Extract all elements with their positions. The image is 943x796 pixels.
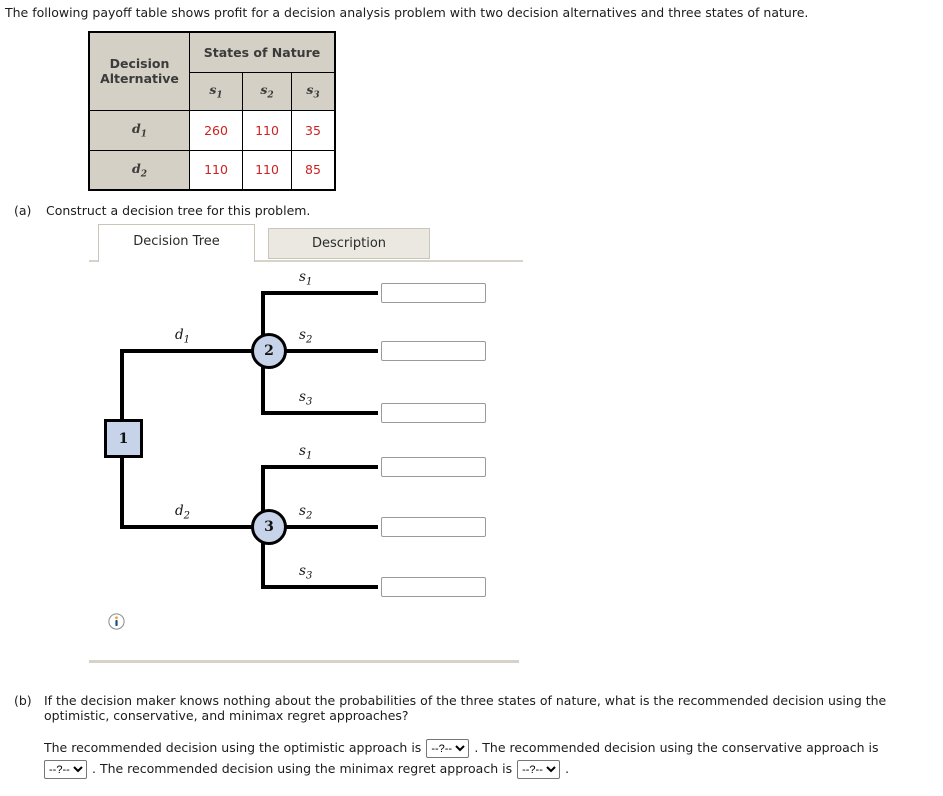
branch-label-n2-s3: s3 xyxy=(299,389,313,408)
branch-n2-s1-line xyxy=(261,291,378,295)
payoff-cell: 110 xyxy=(242,109,292,151)
trunk-line-top xyxy=(120,349,124,421)
row-header-d2: d2 xyxy=(88,149,190,191)
branch-label-n3-s1: s1 xyxy=(299,443,313,462)
part-b-label: (b) xyxy=(14,693,32,708)
payoff-cell: 35 xyxy=(291,109,336,151)
part-b-answer: The recommended decision using the optim… xyxy=(44,739,943,779)
payoff-input-2[interactable] xyxy=(381,341,486,361)
tab-description[interactable]: Description xyxy=(268,228,430,259)
branch-label-n2-s1: s1 xyxy=(299,269,313,288)
answer-text: The recommended decision using the optim… xyxy=(44,740,422,755)
payoff-input-4[interactable] xyxy=(381,457,486,477)
table-row: d2 110 110 85 xyxy=(88,149,336,191)
info-icon[interactable] xyxy=(108,613,125,630)
optimistic-approach-select[interactable]: --?-- xyxy=(426,739,470,758)
branch-n2-s1-elbow xyxy=(261,291,265,336)
branch-d2-line xyxy=(120,525,254,529)
branch-label-d1: d1 xyxy=(175,327,191,346)
payoff-input-6[interactable] xyxy=(381,577,486,597)
answer-text: . The recommended decision using the con… xyxy=(474,740,879,755)
branch-label-n3-s3: s3 xyxy=(299,563,313,582)
branch-n2-s3-elbow xyxy=(261,367,265,415)
payoff-input-3[interactable] xyxy=(381,403,486,423)
trunk-line-bottom xyxy=(120,456,124,529)
state-col-header-s2: s2 xyxy=(242,71,292,111)
chance-node-2: 2 xyxy=(251,333,287,369)
state-col-header-s1: s1 xyxy=(189,71,243,111)
intro-text: The following payoff table shows profit … xyxy=(5,5,809,20)
tab-underline xyxy=(89,260,523,262)
payoff-cell: 85 xyxy=(291,149,336,191)
row-header-d1: d1 xyxy=(88,109,190,151)
chance-node-3: 3 xyxy=(251,509,287,545)
branch-d1-line xyxy=(120,349,254,353)
branch-n3-s1-elbow xyxy=(261,465,265,512)
branch-n2-s2-line xyxy=(285,349,378,353)
table-corner-header: Decision Alternative xyxy=(88,31,190,111)
branch-n3-s3-elbow xyxy=(261,543,265,589)
part-b-question: If the decision maker knows nothing abou… xyxy=(44,693,887,723)
table-row: d1 260 110 35 xyxy=(88,109,336,151)
branch-n3-s2-line xyxy=(285,525,378,529)
payoff-cell: 260 xyxy=(189,109,243,151)
payoff-cell: 110 xyxy=(189,149,243,191)
answer-text: . xyxy=(565,761,570,776)
conservative-approach-select[interactable]: --?-- xyxy=(44,760,87,779)
branch-label-n2-s2: s2 xyxy=(299,327,313,346)
payoff-input-1[interactable] xyxy=(381,283,486,303)
branch-n2-s3-line xyxy=(261,411,378,415)
branch-label-n3-s2: s2 xyxy=(299,503,313,522)
section-divider xyxy=(89,660,519,663)
decision-node-1: 1 xyxy=(104,419,143,458)
payoff-input-5[interactable] xyxy=(381,517,486,537)
part-a-label: (a) xyxy=(14,203,32,218)
state-col-header-s3: s3 xyxy=(291,71,336,111)
minimax-regret-approach-select[interactable]: --?-- xyxy=(517,760,561,779)
branch-label-d2: d2 xyxy=(175,503,191,522)
branch-n3-s1-line xyxy=(261,465,378,469)
tab-decision-tree[interactable]: Decision Tree xyxy=(98,224,255,262)
part-a-prompt: Construct a decision tree for this probl… xyxy=(46,203,311,218)
payoff-table: Decision Alternative States of Nature s1… xyxy=(88,31,336,191)
answer-text: . The recommended decision using the min… xyxy=(92,761,513,776)
payoff-cell: 110 xyxy=(242,149,292,191)
branch-n3-s3-line xyxy=(261,585,378,589)
states-of-nature-header: States of Nature xyxy=(189,31,336,73)
